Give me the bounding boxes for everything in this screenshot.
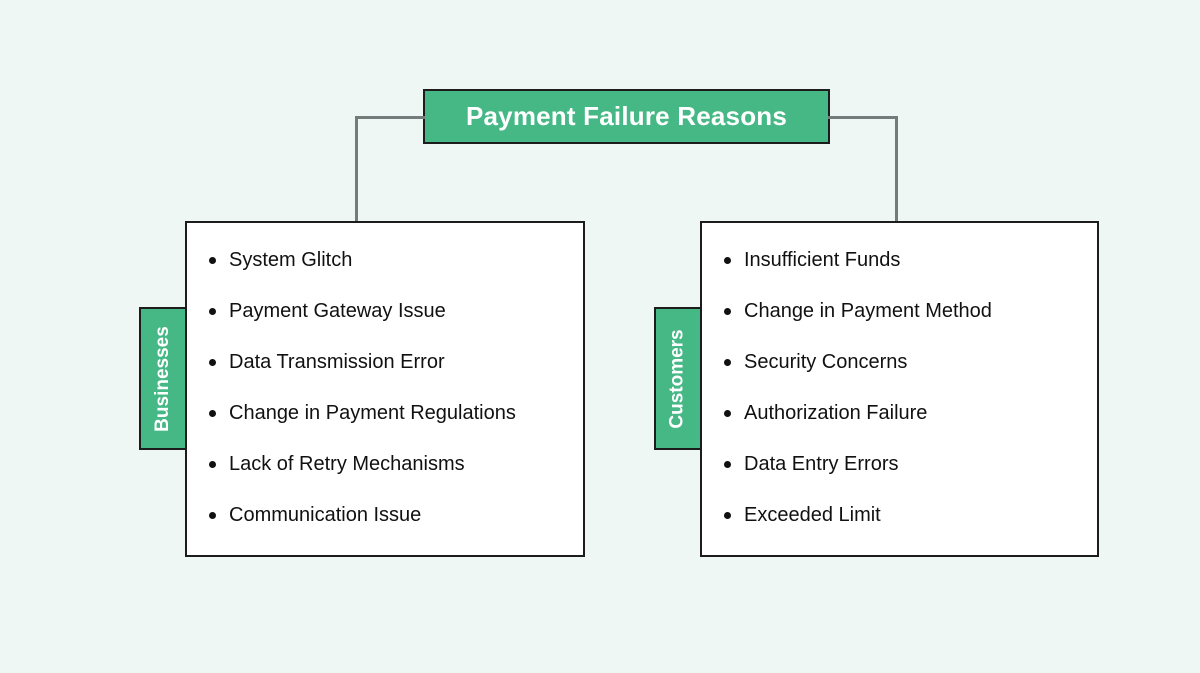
list-item-label: Exceeded Limit [744, 504, 881, 526]
list-item-label: Communication Issue [229, 504, 422, 526]
diagram-title: Payment Failure Reasons [465, 101, 788, 131]
branch-panel-customers: Insufficient Funds Change in Payment Met… [700, 221, 1099, 557]
branch-list-customers: Insufficient Funds Change in Payment Met… [702, 223, 1097, 526]
list-item-label: Authorization Failure [744, 402, 928, 424]
list-item: System Glitch [209, 249, 565, 271]
list-item: Lack of Retry Mechanisms [209, 453, 565, 475]
list-item: Change in Payment Regulations [209, 402, 565, 424]
branch-panel-businesses: System Glitch Payment Gateway Issue Data… [185, 221, 585, 557]
branch-tab-customers: Customers [654, 307, 702, 450]
connector-right-horizontal [828, 116, 898, 119]
list-item-label: Data Entry Errors [744, 453, 899, 475]
diagram-root-node: Payment Failure Reasons [423, 89, 830, 144]
list-item: Communication Issue [209, 504, 565, 526]
list-item-label: Payment Gateway Issue [229, 300, 446, 322]
list-item-label: System Glitch [229, 249, 353, 271]
bullet-icon [724, 410, 731, 417]
branch-tab-label: Customers [667, 328, 688, 429]
list-item: Exceeded Limit [724, 504, 1079, 526]
connector-left-vertical [355, 116, 358, 222]
branch-tab-businesses: Businesses [139, 307, 187, 450]
branch-tab-label: Businesses [152, 325, 173, 432]
branch-list-businesses: System Glitch Payment Gateway Issue Data… [187, 223, 583, 526]
bullet-icon [724, 512, 731, 519]
bullet-icon [724, 257, 731, 264]
bullet-icon [724, 359, 731, 366]
list-item-label: Lack of Retry Mechanisms [229, 453, 465, 475]
list-item-label: Data Transmission Error [229, 351, 445, 373]
list-item: Insufficient Funds [724, 249, 1079, 271]
list-item: Data Transmission Error [209, 351, 565, 373]
bullet-icon [209, 359, 216, 366]
connector-right-vertical [895, 116, 898, 222]
bullet-icon [209, 308, 216, 315]
list-item-label: Change in Payment Method [744, 300, 992, 322]
bullet-icon [209, 257, 216, 264]
bullet-icon [209, 410, 216, 417]
list-item: Data Entry Errors [724, 453, 1079, 475]
list-item: Security Concerns [724, 351, 1079, 373]
list-item-label: Security Concerns [744, 351, 908, 373]
connector-left-horizontal [355, 116, 425, 119]
bullet-icon [724, 461, 731, 468]
list-item-label: Change in Payment Regulations [229, 402, 516, 424]
list-item: Change in Payment Method [724, 300, 1079, 322]
list-item: Authorization Failure [724, 402, 1079, 424]
bullet-icon [209, 461, 216, 468]
bullet-icon [209, 512, 216, 519]
list-item: Payment Gateway Issue [209, 300, 565, 322]
list-item-label: Insufficient Funds [744, 249, 901, 271]
bullet-icon [724, 308, 731, 315]
